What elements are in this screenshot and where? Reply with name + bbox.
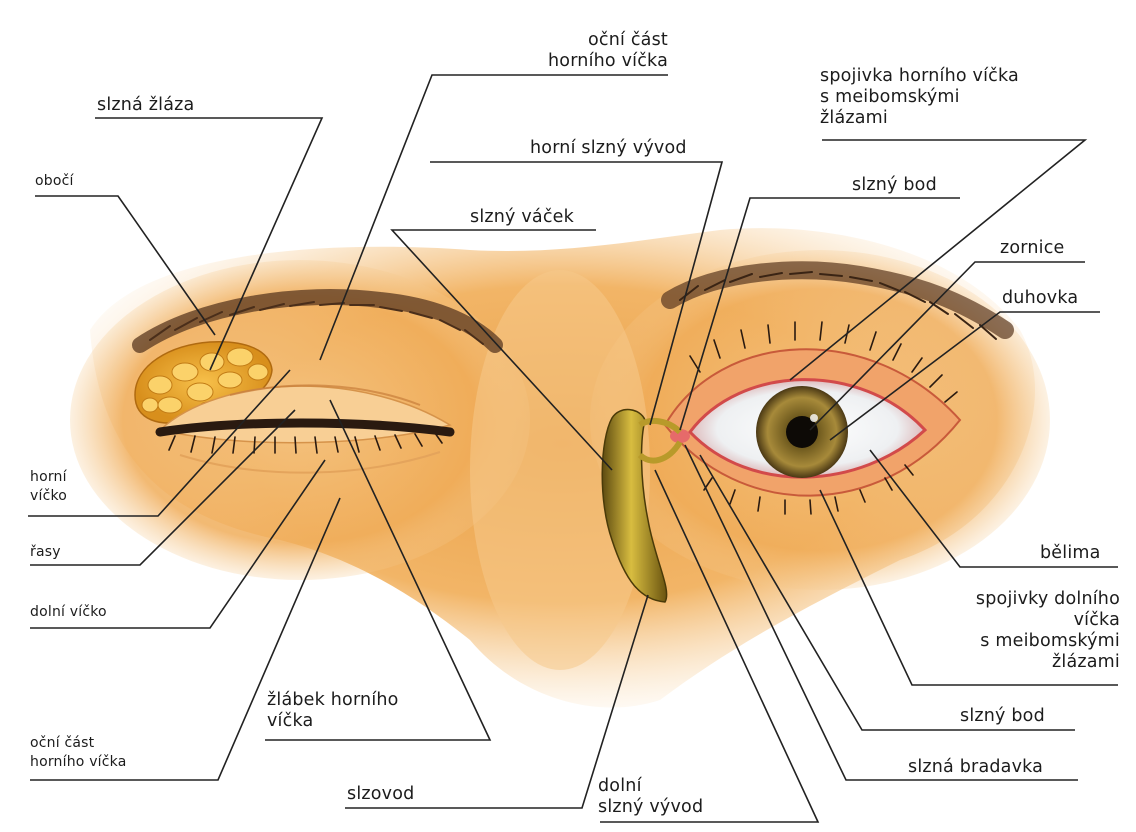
label-text: slzný bod bbox=[960, 706, 1045, 726]
label-line: žlázami bbox=[930, 652, 1120, 673]
label-slzna-bradavka: slzná bradavka bbox=[908, 757, 1043, 778]
label-zlabek: žlábek horního víčka bbox=[267, 690, 399, 732]
label-line: oční část bbox=[515, 30, 668, 51]
label-line: spojivky dolního bbox=[930, 589, 1120, 610]
label-line: víčka bbox=[267, 711, 399, 732]
label-dolni-slzny-vyvod: dolní slzný vývod bbox=[598, 776, 703, 818]
label-horni-vicko: horní víčko bbox=[30, 468, 67, 506]
label-line: oční část bbox=[30, 734, 127, 753]
label-zornice: zornice bbox=[1000, 238, 1065, 259]
label-spojivky-dolniho: spojivky dolního víčka s meibomskými žlá… bbox=[930, 589, 1120, 673]
label-duhovka: duhovka bbox=[1002, 288, 1078, 309]
label-text: bělima bbox=[1040, 543, 1101, 563]
label-line: slzný vývod bbox=[598, 797, 703, 818]
label-dolni-vicko: dolní víčko bbox=[30, 603, 107, 622]
label-text: slzný váček bbox=[470, 207, 574, 227]
label-slzna-zlaza: slzná žláza bbox=[97, 95, 194, 116]
label-line: dolní bbox=[598, 776, 703, 797]
label-slzovod: slzovod bbox=[347, 784, 414, 805]
label-text: slzná bradavka bbox=[908, 757, 1043, 777]
label-spojivka-horniho: spojivka horního víčka s meibomskými žlá… bbox=[820, 66, 1019, 129]
label-ocni-cast-top: oční část horního víčka bbox=[515, 30, 668, 72]
label-line: víčko bbox=[30, 487, 67, 506]
label-oboci: obočí bbox=[35, 172, 74, 191]
label-slzny-vacek: slzný váček bbox=[470, 207, 574, 228]
label-text: obočí bbox=[35, 173, 74, 189]
label-horni-slzny-vyvod: horní slzný vývod bbox=[530, 138, 687, 159]
label-line: žlábek horního bbox=[267, 690, 399, 711]
label-rasy: řasy bbox=[30, 543, 61, 562]
label-text: slzný bod bbox=[852, 175, 937, 195]
label-line: spojivka horního víčka bbox=[820, 66, 1019, 87]
label-line: víčka bbox=[930, 610, 1120, 631]
label-text: horní slzný vývod bbox=[530, 138, 687, 158]
label-text: dolní víčko bbox=[30, 604, 107, 620]
label-text: zornice bbox=[1000, 238, 1065, 258]
label-text: řasy bbox=[30, 544, 61, 560]
label-line: horní bbox=[30, 468, 67, 487]
label-line: horního víčka bbox=[30, 753, 127, 772]
label-slzny-bod-bottom: slzný bod bbox=[960, 706, 1045, 727]
label-belima: bělima bbox=[1040, 543, 1101, 564]
label-line: s meibomskými bbox=[820, 87, 1019, 108]
label-text: slzovod bbox=[347, 784, 414, 804]
label-text: slzná žláza bbox=[97, 95, 194, 115]
label-line: horního víčka bbox=[515, 51, 668, 72]
label-text: duhovka bbox=[1002, 288, 1078, 308]
label-ocni-cast-bottom: oční část horního víčka bbox=[30, 734, 127, 772]
label-slzny-bod-top: slzný bod bbox=[852, 175, 937, 196]
label-line: s meibomskými bbox=[930, 631, 1120, 652]
label-line: žlázami bbox=[820, 108, 1019, 129]
